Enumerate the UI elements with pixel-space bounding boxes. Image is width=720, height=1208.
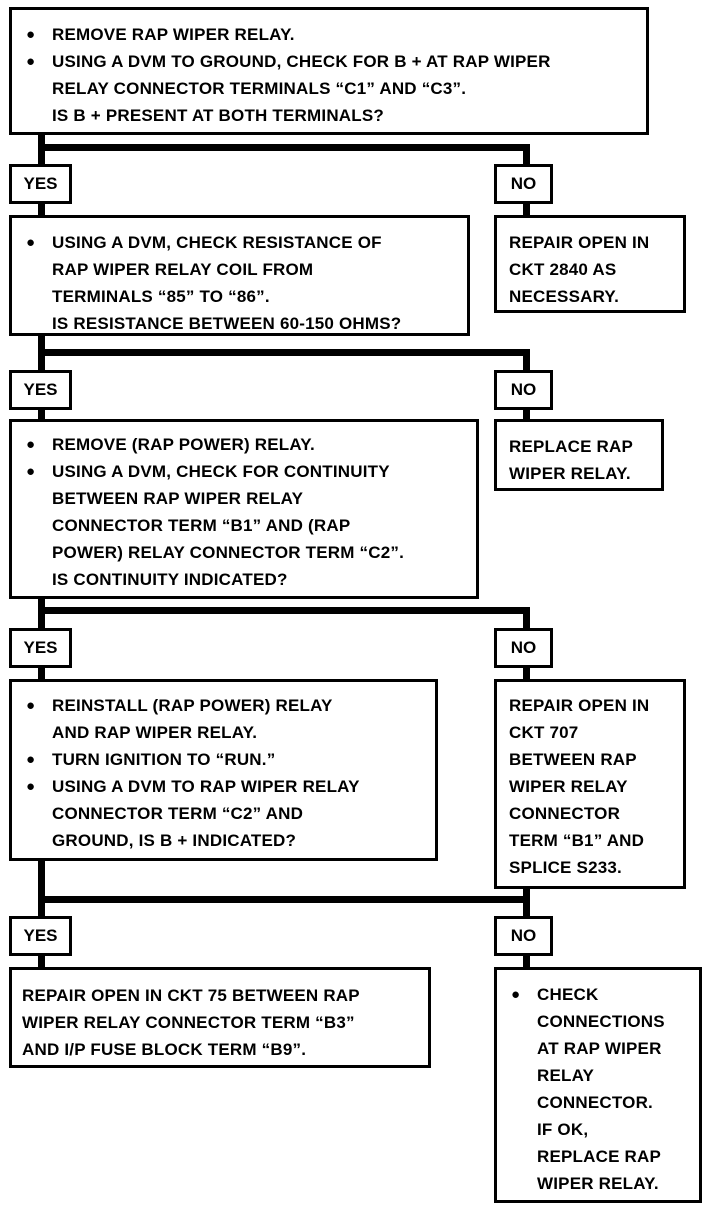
bullet-icon: ● <box>511 986 521 1003</box>
result4-line-1: REPAIR OPEN IN CKT 75 BETWEEN RAP <box>22 986 360 1005</box>
step2-line-4: IS RESISTANCE BETWEEN 60-150 OHMS? <box>52 314 402 333</box>
connector-v5a <box>38 598 45 628</box>
step4-line-4: ●USING A DVM TO RAP WIPER RELAY <box>12 773 435 800</box>
step3-line-3: BETWEEN RAP WIPER RELAY <box>52 489 304 508</box>
connector-h3 <box>38 607 530 614</box>
step3-box: ●REMOVE (RAP POWER) RELAY. ●USING A DVM,… <box>9 419 479 599</box>
bullet-icon: ● <box>26 234 36 251</box>
step1-line-2: ●USING A DVM TO GROUND, CHECK FOR B + AT… <box>12 48 646 75</box>
result5-line-8: WIPER RELAY. <box>537 1174 659 1193</box>
connector-v8b <box>523 954 530 968</box>
result2-line-2: WIPER RELAY. <box>509 464 631 483</box>
result5-line-4: RELAY <box>537 1066 595 1085</box>
result3-line-3: BETWEEN RAP <box>509 750 637 769</box>
connector-v4a <box>38 408 45 420</box>
step1-line-4: IS B + PRESENT AT BOTH TERMINALS? <box>52 106 384 125</box>
step2-line-1: ●USING A DVM, CHECK RESISTANCE OF <box>12 229 467 256</box>
connector-v7b <box>523 889 530 916</box>
no-label-3: NO <box>494 628 553 668</box>
connector-v1a <box>38 134 45 164</box>
result3-line-6: TERM “B1” AND <box>509 831 645 850</box>
result5-line-7: REPLACE RAP <box>537 1147 662 1166</box>
result4-box: REPAIR OPEN IN CKT 75 BETWEEN RAP WIPER … <box>9 967 431 1068</box>
result5-line-2: CONNECTIONS <box>537 1012 665 1031</box>
bullet-icon: ● <box>26 778 36 795</box>
step3-line-2: ●USING A DVM, CHECK FOR CONTINUITY <box>12 458 476 485</box>
connector-h1 <box>38 144 530 151</box>
connector-v3b <box>523 349 530 370</box>
result3-line-2: CKT 707 <box>509 723 579 742</box>
connector-v8a <box>38 954 45 968</box>
result4-line-3: AND I/P FUSE BLOCK TERM “B9”. <box>22 1040 307 1059</box>
connector-v7a <box>38 860 45 916</box>
no-label-1: NO <box>494 164 553 204</box>
result1-line-2: CKT 2840 AS <box>509 260 617 279</box>
step1-box: ●REMOVE RAP WIPER RELAY. ●USING A DVM TO… <box>9 7 649 135</box>
step3-line-1: ●REMOVE (RAP POWER) RELAY. <box>12 431 476 458</box>
connector-v2a <box>38 204 45 216</box>
result2-line-1: REPLACE RAP <box>509 437 634 456</box>
bullet-icon: ● <box>26 53 36 70</box>
result5-line-3: AT RAP WIPER <box>537 1039 662 1058</box>
connector-v6a <box>38 666 45 680</box>
step4-box: ●REINSTALL (RAP POWER) RELAY AND RAP WIP… <box>9 679 438 861</box>
connector-h4 <box>38 896 530 903</box>
result1-box: REPAIR OPEN IN CKT 2840 AS NECESSARY. <box>494 215 686 313</box>
connector-v4b <box>523 408 530 420</box>
result3-line-7: SPLICE S233. <box>509 858 622 877</box>
yes-label-2: YES <box>9 370 72 410</box>
connector-v5b <box>523 607 530 628</box>
step4-line-5: CONNECTOR TERM “C2” AND <box>52 804 304 823</box>
step4-line-2: AND RAP WIPER RELAY. <box>52 723 258 742</box>
connector-v2b <box>523 204 530 216</box>
result5-line-1: ●CHECK <box>497 981 699 1008</box>
result5-line-5: CONNECTOR. <box>537 1093 653 1112</box>
step2-line-2: RAP WIPER RELAY COIL FROM <box>52 260 314 279</box>
result3-line-1: REPAIR OPEN IN <box>509 696 650 715</box>
result5-box: ●CHECK CONNECTIONS AT RAP WIPER RELAY CO… <box>494 967 702 1203</box>
step3-line-6: IS CONTINUITY INDICATED? <box>52 570 288 589</box>
connector-v1b <box>523 144 530 164</box>
step4-line-1: ●REINSTALL (RAP POWER) RELAY <box>12 692 435 719</box>
step3-line-4: CONNECTOR TERM “B1” AND (RAP <box>52 516 351 535</box>
bullet-icon: ● <box>26 436 36 453</box>
no-label-2: NO <box>494 370 553 410</box>
result3-box: REPAIR OPEN IN CKT 707 BETWEEN RAP WIPER… <box>494 679 686 889</box>
result1-line-3: NECESSARY. <box>509 287 620 306</box>
connector-v6b <box>523 666 530 680</box>
result3-line-5: CONNECTOR <box>509 804 621 823</box>
result1-line-1: REPAIR OPEN IN <box>509 233 650 252</box>
result3-line-4: WIPER RELAY <box>509 777 628 796</box>
step2-line-3: TERMINALS “85” TO “86”. <box>52 287 270 306</box>
result5-line-6: IF OK, <box>537 1120 589 1139</box>
step1-line-3: RELAY CONNECTOR TERMINALS “C1” AND “C3”. <box>52 79 467 98</box>
step4-line-3: ●TURN IGNITION TO “RUN.” <box>12 746 435 773</box>
step3-line-5: POWER) RELAY CONNECTOR TERM “C2”. <box>52 543 404 562</box>
result4-line-2: WIPER RELAY CONNECTOR TERM “B3” <box>22 1013 355 1032</box>
bullet-icon: ● <box>26 463 36 480</box>
connector-v3a <box>38 334 45 370</box>
yes-label-4: YES <box>9 916 72 956</box>
bullet-icon: ● <box>26 697 36 714</box>
result2-box: REPLACE RAP WIPER RELAY. <box>494 419 664 491</box>
bullet-icon: ● <box>26 751 36 768</box>
bullet-icon: ● <box>26 26 36 43</box>
yes-label-3: YES <box>9 628 72 668</box>
step4-line-6: GROUND, IS B + INDICATED? <box>52 831 297 850</box>
no-label-4: NO <box>494 916 553 956</box>
step2-box: ●USING A DVM, CHECK RESISTANCE OF RAP WI… <box>9 215 470 336</box>
connector-h2 <box>38 349 530 356</box>
step1-line-1: ●REMOVE RAP WIPER RELAY. <box>12 21 646 48</box>
yes-label-1: YES <box>9 164 72 204</box>
